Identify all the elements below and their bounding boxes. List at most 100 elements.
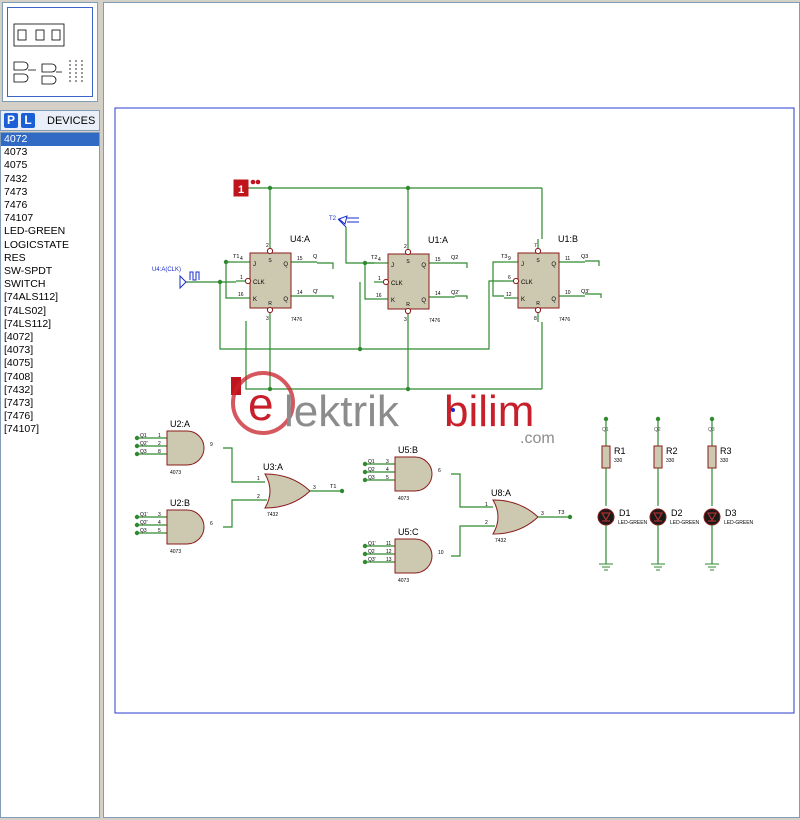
device-list-item[interactable]: 74107 bbox=[4, 212, 34, 225]
logicstate-source bbox=[233, 179, 249, 197]
device-list-item[interactable]: SWITCH bbox=[4, 278, 46, 291]
device-list-item[interactable]: [74107] bbox=[4, 423, 40, 436]
pick-devices-button[interactable]: P bbox=[4, 113, 18, 128]
and-gate-body bbox=[166, 509, 205, 545]
and-input-label: Q3' bbox=[368, 557, 376, 563]
watermark-part2: bilim bbox=[444, 387, 534, 436]
and-input-label: Q1' bbox=[140, 512, 148, 518]
and-pin-number: 13 bbox=[386, 557, 392, 563]
ff-pin-number: 15 bbox=[297, 256, 303, 262]
wire bbox=[455, 262, 468, 268]
ff-label-qbar: Q bbox=[421, 298, 426, 304]
or-gate-body bbox=[264, 473, 311, 509]
or-gate-reference: U3:A bbox=[263, 462, 283, 472]
led-body bbox=[597, 508, 615, 526]
device-list-item[interactable]: 7432 bbox=[4, 172, 28, 185]
device-list-item[interactable]: [74LS02] bbox=[4, 304, 47, 317]
device-list-item[interactable]: [4075] bbox=[4, 357, 34, 370]
and-input-label: Q1' bbox=[368, 541, 376, 547]
overview-viewport[interactable] bbox=[7, 7, 93, 97]
junction-dot bbox=[134, 443, 140, 449]
device-list-item[interactable]: LED-GREEN bbox=[4, 225, 66, 238]
watermark-e: e bbox=[248, 378, 274, 430]
ff-pin-number: 15 bbox=[435, 257, 441, 263]
ff-label-j: J bbox=[391, 263, 394, 269]
device-list-item[interactable]: [74LS112] bbox=[4, 317, 52, 330]
or-pin-number: 2 bbox=[485, 520, 488, 526]
device-list-item[interactable]: 4073 bbox=[4, 146, 28, 159]
and-output-pin: 6 bbox=[438, 468, 441, 474]
device-list-item[interactable]: [7408] bbox=[4, 370, 34, 383]
ff-pin-number: 16 bbox=[376, 293, 382, 299]
wire bbox=[225, 261, 236, 299]
ff-label-k: K bbox=[391, 298, 395, 304]
and-gate-reference: U2:A bbox=[170, 419, 190, 429]
junction-dot bbox=[655, 416, 661, 422]
probe-label: Q2 bbox=[654, 427, 661, 433]
junction-dot bbox=[134, 522, 140, 528]
or-gate-body bbox=[492, 499, 539, 535]
device-list-item[interactable]: [74ALS112] bbox=[4, 291, 59, 304]
junction-dot bbox=[267, 185, 273, 191]
device-list-item[interactable]: 7476 bbox=[4, 199, 28, 212]
ground-icon bbox=[705, 563, 719, 571]
ff-label-reset: R bbox=[536, 301, 540, 307]
junction-dot bbox=[134, 530, 140, 536]
and-gate-part: 4073 bbox=[170, 549, 181, 555]
device-list-item[interactable]: SW-SPDT bbox=[4, 265, 53, 278]
and-pin-number: 2 bbox=[158, 441, 161, 447]
devices-header: P L DEVICES bbox=[0, 110, 100, 131]
junction-dot bbox=[362, 260, 368, 266]
wire bbox=[585, 260, 600, 266]
device-list-item[interactable]: 4072 bbox=[1, 133, 99, 147]
junction-dot bbox=[362, 543, 368, 549]
junction-dot bbox=[603, 416, 609, 422]
ff-q-label: Q2 bbox=[451, 255, 458, 261]
ff-pin-number: 4 bbox=[378, 257, 381, 263]
or-pin-number: 1 bbox=[485, 502, 488, 508]
device-list-item[interactable]: RES bbox=[4, 251, 26, 264]
device-list-item[interactable]: [4073] bbox=[4, 344, 34, 357]
ff-label-clk: CLK bbox=[253, 280, 265, 286]
and-pin-number: 3 bbox=[386, 459, 389, 465]
ff-pin-number: 2 bbox=[404, 244, 407, 250]
junction-dot bbox=[362, 559, 368, 565]
junction-dot bbox=[362, 469, 368, 475]
ff-qbar-label: Q' bbox=[313, 289, 318, 295]
library-manager-button[interactable]: L bbox=[21, 113, 35, 128]
ff-reference: U1:A bbox=[428, 235, 448, 245]
overview-window[interactable] bbox=[2, 2, 98, 102]
probe-label: Q1 bbox=[602, 427, 609, 433]
cursor-crosshair-icon bbox=[451, 408, 455, 412]
probe-icon bbox=[347, 217, 359, 223]
ff-pin-number: 3 bbox=[266, 316, 269, 322]
and-gate-reference: U2:B bbox=[170, 498, 190, 508]
inversion-bubble bbox=[512, 277, 520, 285]
and-gate-body bbox=[394, 456, 433, 492]
junction-dot bbox=[405, 185, 411, 191]
wire bbox=[364, 262, 374, 300]
device-list-item[interactable]: LOGICSTATE bbox=[4, 238, 69, 251]
device-list-item[interactable]: [7432] bbox=[4, 383, 34, 396]
ff-label-set: S bbox=[406, 259, 410, 265]
junction-dot bbox=[405, 386, 411, 392]
device-list-item[interactable]: [7476] bbox=[4, 410, 34, 423]
device-list-item[interactable]: 7473 bbox=[4, 185, 28, 198]
ff-label-reset: R bbox=[406, 302, 410, 308]
ff-label-k: K bbox=[521, 297, 525, 303]
diode-symbol bbox=[653, 512, 663, 522]
wire bbox=[345, 227, 374, 264]
and-input-label: Q3 bbox=[368, 475, 375, 481]
junction-dot bbox=[223, 259, 229, 265]
ff-pin-number: 3 bbox=[404, 317, 407, 323]
or-output-pin: 3 bbox=[541, 511, 544, 517]
device-list-item[interactable]: 4075 bbox=[4, 159, 28, 172]
device-list-item[interactable]: [7473] bbox=[4, 397, 34, 410]
device-list-item[interactable]: [4072] bbox=[4, 331, 34, 344]
wire bbox=[223, 447, 265, 483]
inversion-bubble bbox=[404, 307, 412, 315]
clock-generator-icon bbox=[179, 274, 187, 290]
